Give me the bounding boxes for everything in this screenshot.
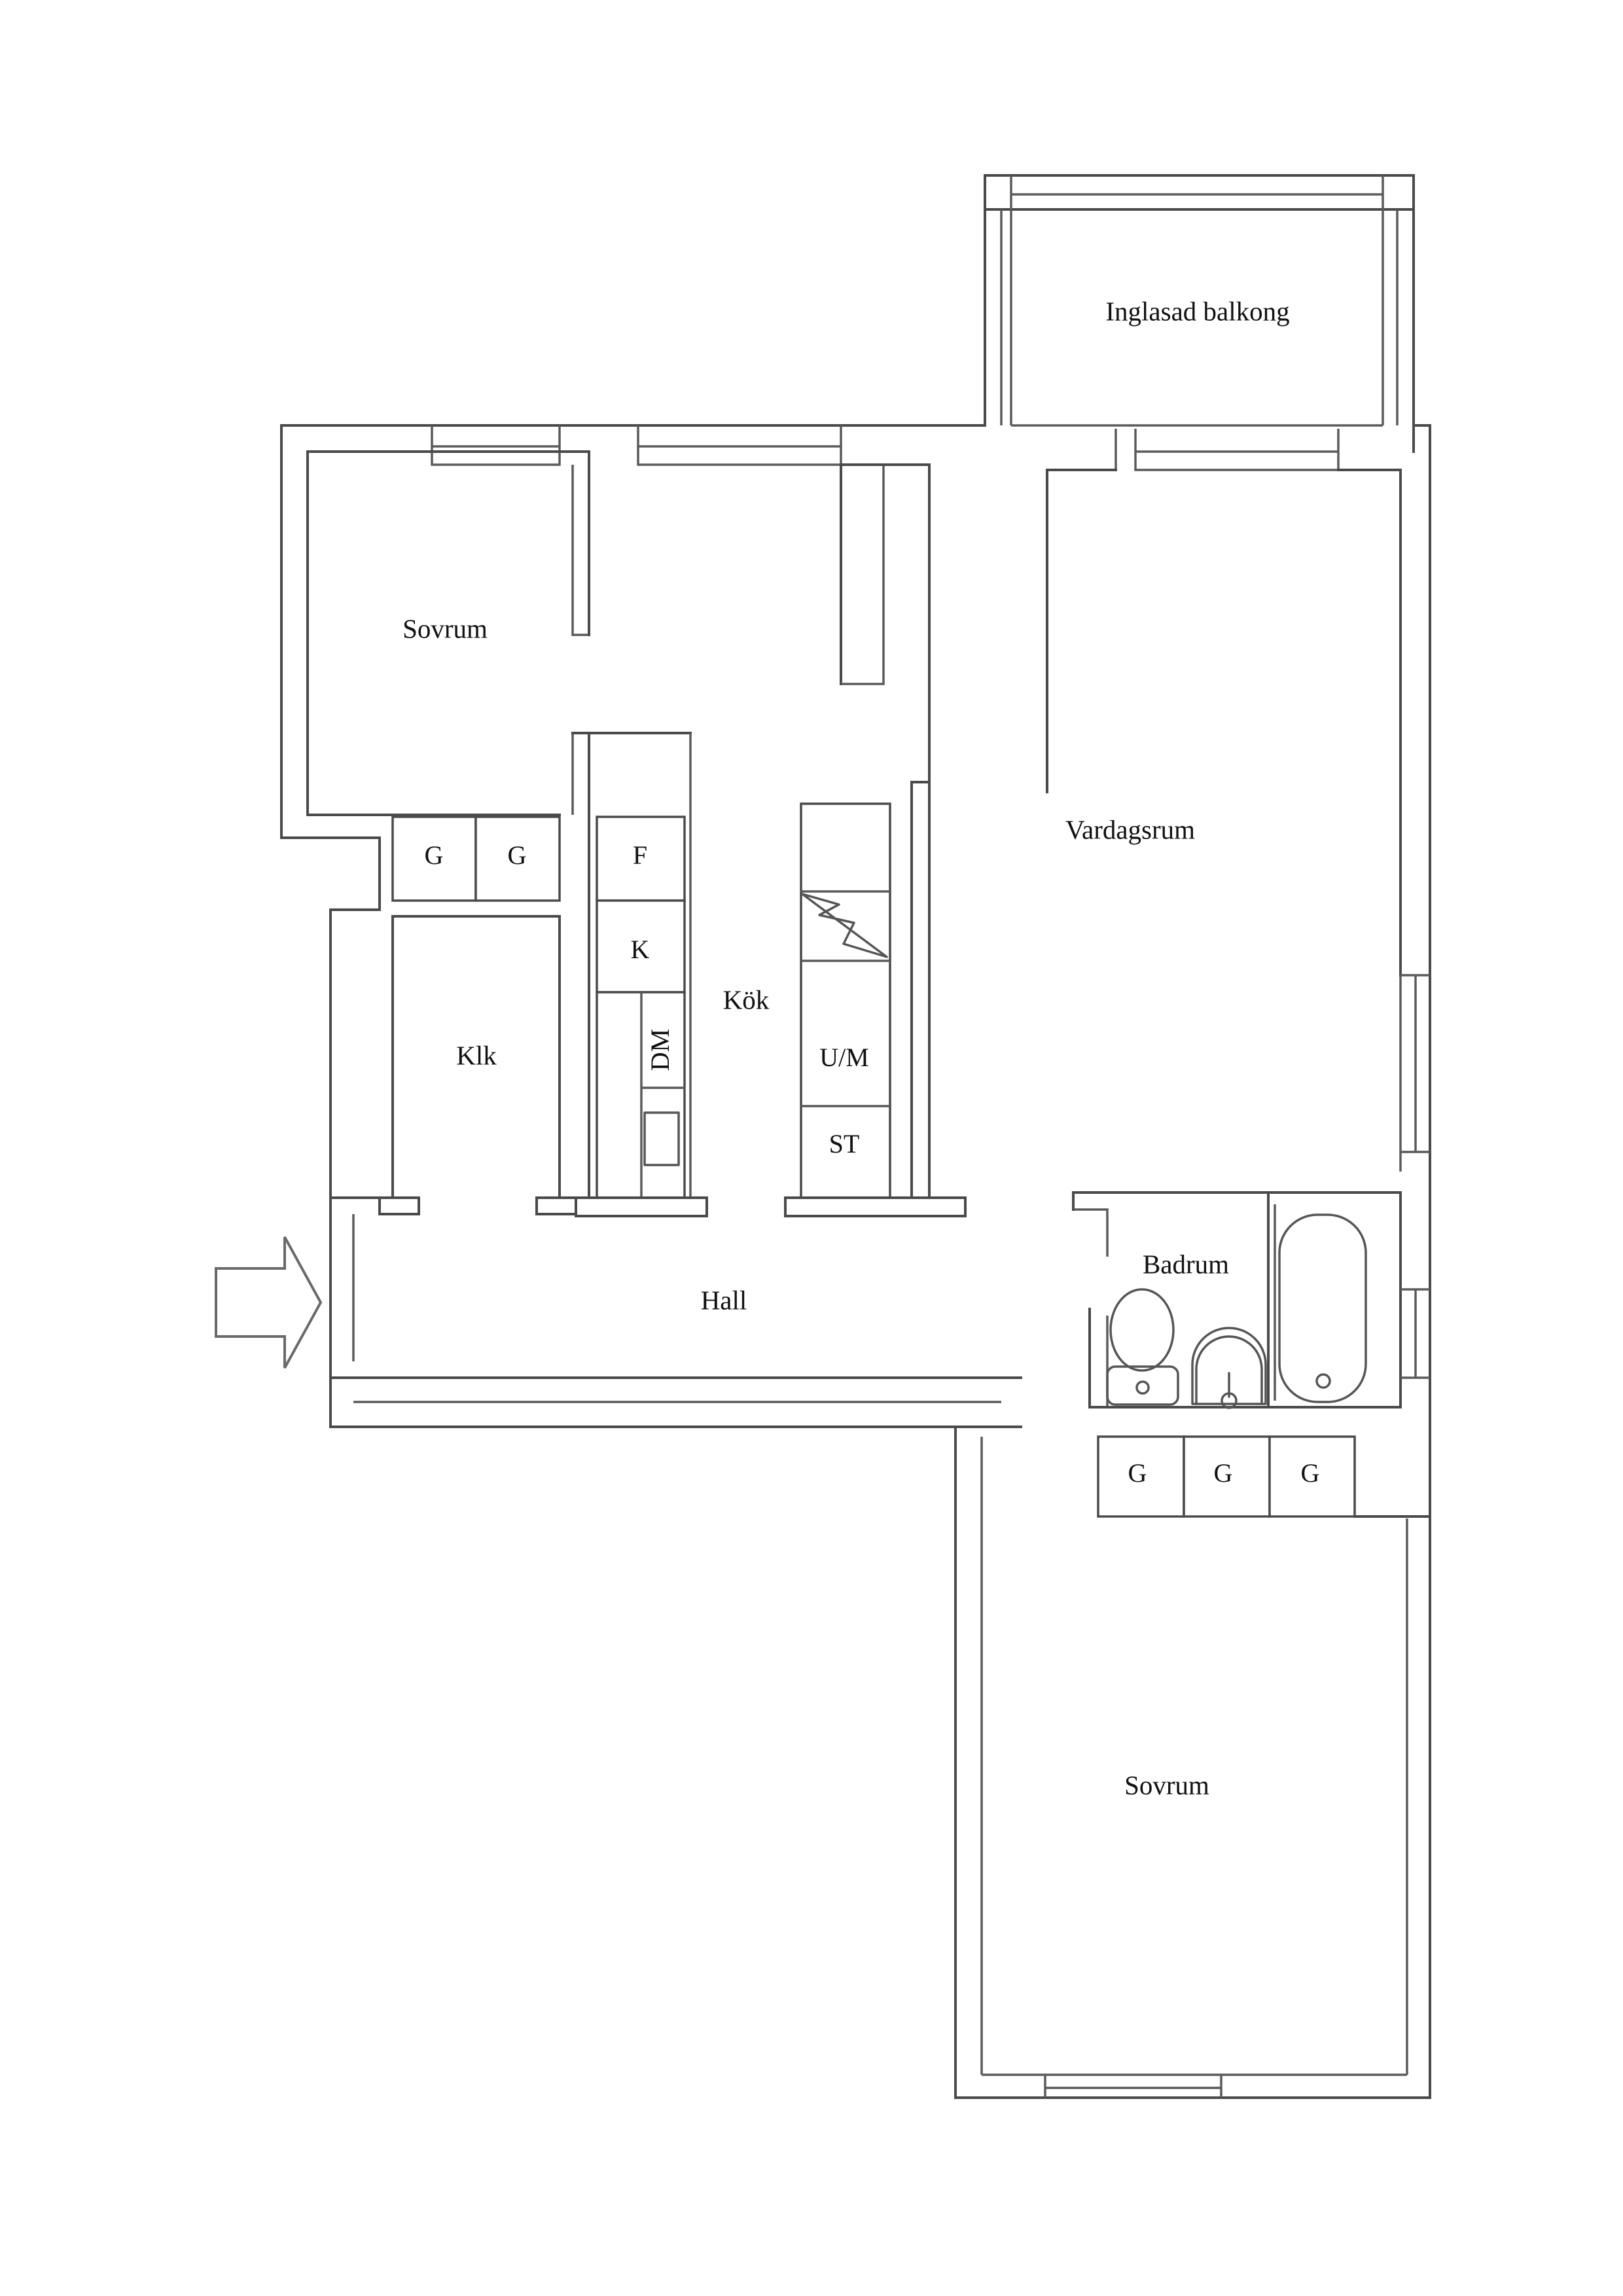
middle-partition-walls (840, 463, 931, 793)
room-label-bedroom-top: Sovrum (402, 613, 488, 643)
room-label-bathroom: Badrum (1143, 1249, 1229, 1279)
wardrobe-unit (391, 816, 477, 902)
livingroom-walls (1046, 469, 1402, 1172)
wardrobe-unit (1183, 1435, 1271, 1518)
balcony-door-window (1115, 429, 1340, 471)
bedroom-lower-walls (954, 1426, 1431, 2099)
window-livingroom-right (1400, 974, 1430, 1153)
bedroom-top-walls (306, 450, 590, 816)
bathtub-fixture (1278, 1213, 1367, 1403)
kitchen-sink-icon (801, 893, 888, 958)
outer-walls (280, 424, 1431, 2099)
room-label-hall: Hall (701, 1285, 747, 1315)
entrance-direction-arrow (215, 1236, 323, 1369)
unit-label-wardrobe-1: G (425, 840, 444, 870)
wardrobe-unit (1268, 1435, 1356, 1518)
balcony-structure (984, 174, 1415, 427)
window-bedroom-lower-bottom (1044, 2075, 1222, 2098)
hall-walls (329, 1196, 1022, 1428)
room-labels: Inglasad balkong Sovrum Vardagsrum Kök K… (402, 296, 1290, 1800)
window-middle-top (637, 425, 842, 466)
unit-labels: G G F K DM U/M ST G G G (425, 840, 1320, 1488)
kitchen-left-column (575, 732, 708, 1217)
wardrobe-unit (1097, 1435, 1185, 1518)
unit-label-bath-wardrobe-1: G (1128, 1458, 1147, 1488)
room-label-bedroom-lower: Sovrum (1124, 1770, 1209, 1800)
window-bedroom-top (431, 425, 561, 466)
room-label-walkin: Klk (456, 1040, 497, 1070)
entrance-arrow-group (215, 1236, 323, 1369)
freezer-unit (596, 899, 686, 994)
fridge-unit (596, 816, 686, 902)
room-label-balcony: Inglasad balkong (1105, 296, 1289, 326)
unit-label-bath-wardrobe-2: G (1214, 1458, 1233, 1488)
washbasin-fixture (1191, 1327, 1267, 1409)
bathroom-wardrobe-band (1097, 1435, 1356, 1518)
walkin-closet-walls (378, 915, 577, 1215)
unit-label-freezer: K (631, 935, 650, 964)
bathroom-walls (1072, 1191, 1402, 1409)
kitchen-right-counter (784, 781, 967, 1217)
unit-label-dishwasher: DM (645, 1029, 675, 1071)
window-bathroom-right (1400, 1288, 1430, 1379)
unit-label-wardrobe-2: G (508, 840, 527, 870)
utility-basin (643, 1111, 680, 1166)
toilet-fixture (1106, 1288, 1179, 1406)
unit-label-oven-micro: U/M (819, 1043, 869, 1072)
unit-label-counter-st: ST (829, 1129, 860, 1158)
room-label-kitchen: Kök (723, 984, 770, 1014)
wardrobe-unit (474, 816, 561, 902)
unit-label-fridge: F (633, 840, 647, 870)
closet-band-top (391, 816, 561, 902)
room-label-livingroom: Vardagsrum (1065, 814, 1195, 844)
unit-label-bath-wardrobe-3: G (1301, 1458, 1320, 1488)
